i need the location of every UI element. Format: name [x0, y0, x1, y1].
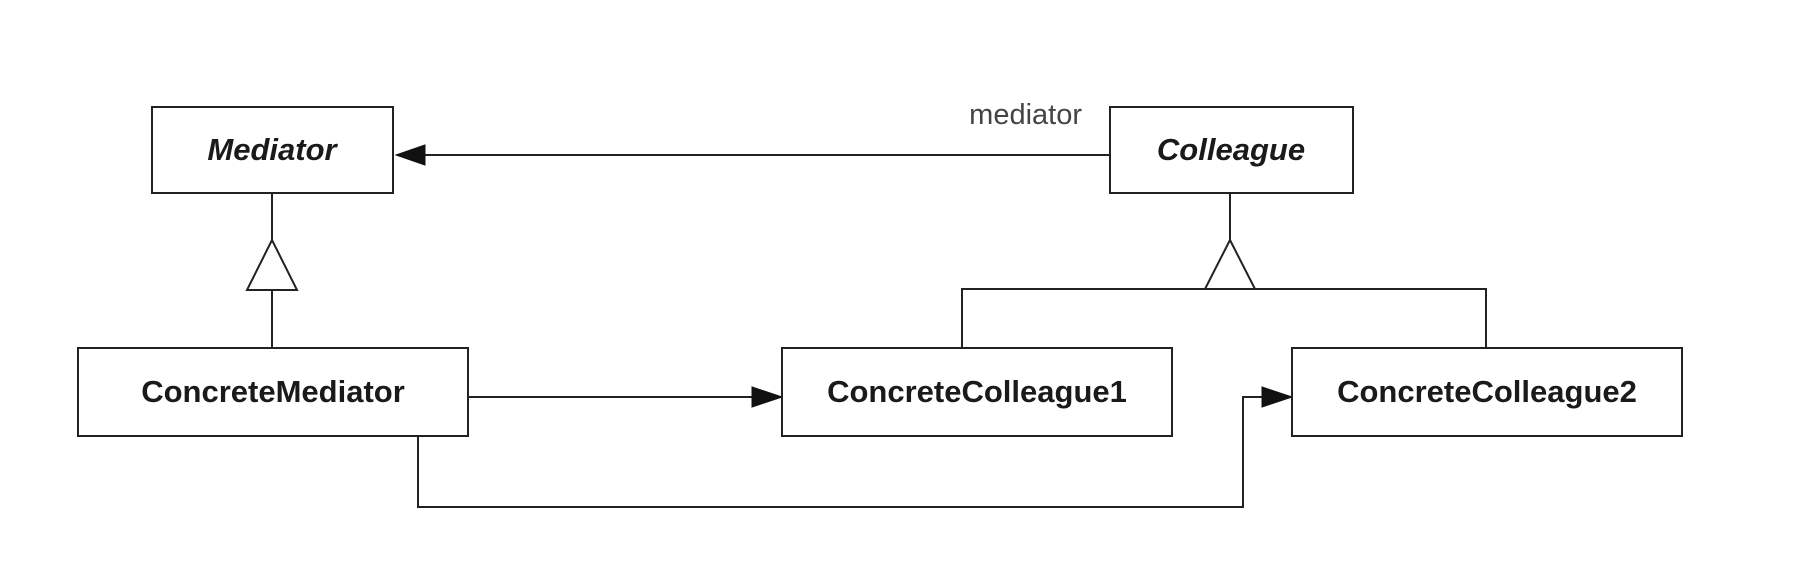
class-concrete-colleague2[interactable]: ConcreteColleague2 [1291, 347, 1683, 437]
class-name: Mediator [207, 132, 338, 167]
class-name: Colleague [1157, 132, 1305, 167]
filled-arrowhead [1261, 386, 1294, 408]
generalization-branch [961, 288, 1487, 348]
filled-arrowhead [394, 144, 426, 166]
filled-arrowhead [751, 386, 784, 408]
class-colleague[interactable]: Colleague [1109, 106, 1354, 194]
role-label-mediator: mediator [969, 99, 1082, 131]
generalization-triangle-icon [245, 237, 299, 291]
class-name: ConcreteColleague2 [1337, 374, 1637, 409]
association-colleague-to-mediator: mediator [394, 99, 1110, 166]
class-name: ConcreteColleague1 [827, 374, 1127, 409]
class-name: ConcreteMediator [141, 374, 405, 409]
class-concrete-colleague1[interactable]: ConcreteColleague1 [781, 347, 1173, 437]
class-mediator[interactable]: Mediator [151, 106, 394, 194]
class-concrete-mediator[interactable]: ConcreteMediator [77, 347, 469, 437]
association-to-concrete-colleague1 [468, 386, 784, 408]
association-line [417, 396, 1270, 508]
generalization-concrete-mediator [245, 193, 299, 348]
generalization-triangle-icon [1203, 237, 1257, 290]
association-to-concrete-colleague2 [417, 386, 1294, 508]
generalization-concrete-colleagues [961, 193, 1487, 348]
